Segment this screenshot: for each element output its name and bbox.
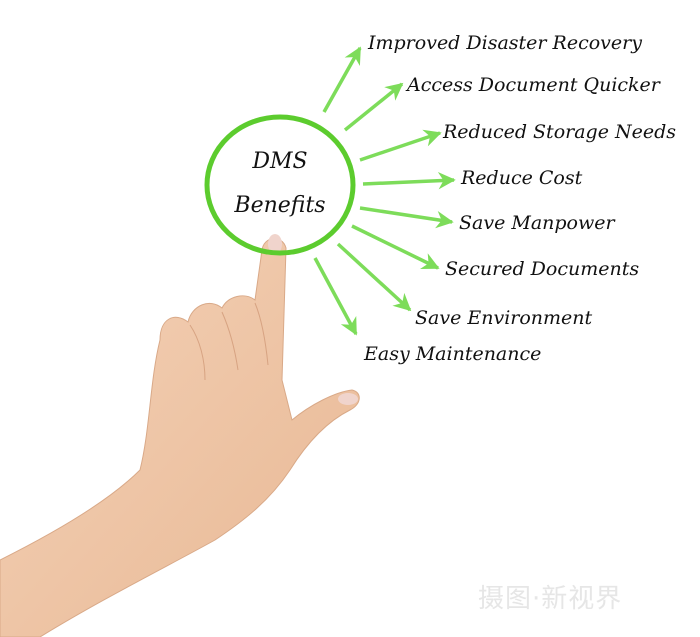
arrow-4 [362, 171, 456, 190]
center-title: DMS Benefits [215, 140, 345, 228]
benefit-label: Secured Documents [445, 258, 640, 280]
benefit-label: Access Document Quicker [407, 74, 660, 96]
arrow-6 [351, 224, 440, 270]
benefit-label: Save Environment [415, 307, 593, 329]
arrow-3 [359, 129, 442, 162]
arrow-1 [322, 46, 362, 113]
benefit-label: Reduced Storage Needs [443, 121, 677, 143]
arrow-8 [313, 257, 358, 336]
benefit-label: Save Manpower [459, 212, 615, 234]
arrow-5 [359, 206, 454, 229]
center-title-line2: Benefits [234, 193, 326, 218]
benefit-label: Reduce Cost [461, 167, 583, 189]
arrow-7 [336, 242, 412, 312]
center-title-line1: DMS [252, 149, 308, 174]
watermark: 摄图·新视界 [478, 584, 623, 614]
center-circle [204, 114, 356, 256]
benefit-label: Improved Disaster Recovery [368, 32, 642, 54]
arrow-2 [343, 82, 404, 132]
benefit-label: Easy Maintenance [364, 343, 542, 365]
